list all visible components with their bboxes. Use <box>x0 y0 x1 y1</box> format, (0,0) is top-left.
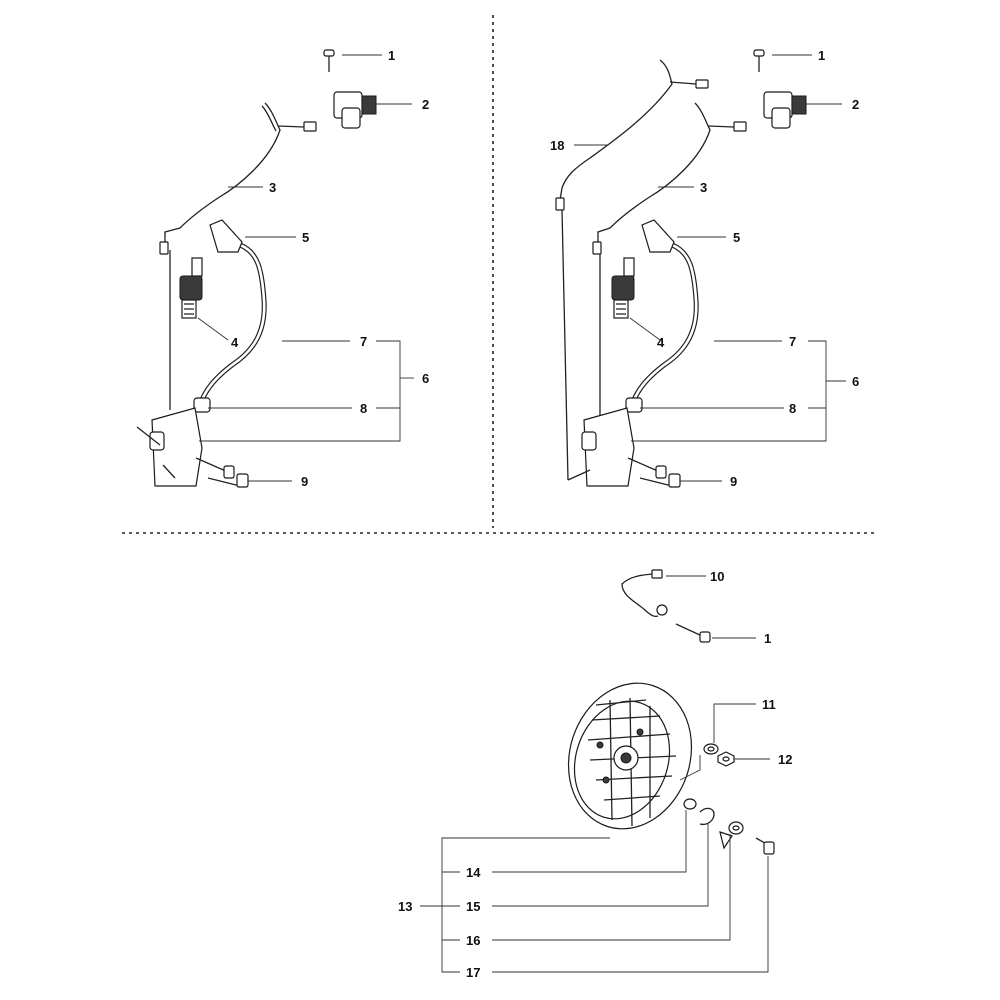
callout-17: 17 <box>466 965 480 980</box>
spark-plug-part-4 <box>179 257 203 319</box>
callout-1: 1 <box>818 48 825 63</box>
screw-part-1 <box>675 623 711 643</box>
callout-16: 16 <box>466 933 480 948</box>
switch-part-2 <box>333 91 377 129</box>
ht-lead-part-7 <box>625 219 699 413</box>
callout-18: 18 <box>550 138 564 153</box>
callout-2: 2 <box>852 97 859 112</box>
screw-part-17 <box>755 837 775 855</box>
ignition-module-part-6 <box>567 407 635 487</box>
wire-part-3 <box>592 102 747 420</box>
callout-7: 7 <box>360 334 367 349</box>
screw-part-1 <box>323 49 335 72</box>
callout-11: 11 <box>762 697 776 712</box>
flywheel-part-13 <box>567 682 693 830</box>
wire-part-18 <box>555 59 709 481</box>
washer-part-16 <box>719 821 744 850</box>
left-panel: 1 2 3 4 5 6 7 8 9 <box>136 48 429 489</box>
washer-part-11 <box>703 743 719 755</box>
callout-10: 10 <box>710 569 724 584</box>
nut-part-12 <box>717 751 735 767</box>
screws-part-9 <box>627 457 681 488</box>
callout-6: 6 <box>422 371 429 386</box>
callout-15: 15 <box>466 899 480 914</box>
callout-5: 5 <box>733 230 740 245</box>
callout-4: 4 <box>231 335 239 350</box>
clip-part-15 <box>699 807 715 826</box>
callout-8: 8 <box>360 401 367 416</box>
callout-2: 2 <box>422 97 429 112</box>
callout-9: 9 <box>730 474 737 489</box>
callout-12: 12 <box>778 752 792 767</box>
right-panel: 1 2 18 3 4 5 6 7 8 9 <box>550 48 859 489</box>
ignition-module-part-6 <box>136 407 203 487</box>
spark-plug-part-4 <box>611 257 635 319</box>
bottom-panel: 10 1 11 12 13 14 15 16 17 <box>398 569 792 980</box>
ground-wire-part-10 <box>621 569 668 618</box>
callout-3: 3 <box>700 180 707 195</box>
callout-8: 8 <box>789 401 796 416</box>
callout-1: 1 <box>388 48 395 63</box>
callout-14: 14 <box>466 865 481 880</box>
screw-part-1 <box>753 49 765 72</box>
washer-part-14 <box>683 798 697 810</box>
ht-lead-part-7 <box>193 219 267 413</box>
callout-6: 6 <box>852 374 859 389</box>
callout-4: 4 <box>657 335 665 350</box>
callout-7: 7 <box>789 334 796 349</box>
callout-5: 5 <box>302 230 309 245</box>
wire-part-3 <box>159 102 317 410</box>
callout-13: 13 <box>398 899 412 914</box>
callout-3: 3 <box>269 180 276 195</box>
callout-1: 1 <box>764 631 771 646</box>
screws-part-9 <box>195 457 249 488</box>
callout-9: 9 <box>301 474 308 489</box>
switch-part-2 <box>763 91 807 129</box>
